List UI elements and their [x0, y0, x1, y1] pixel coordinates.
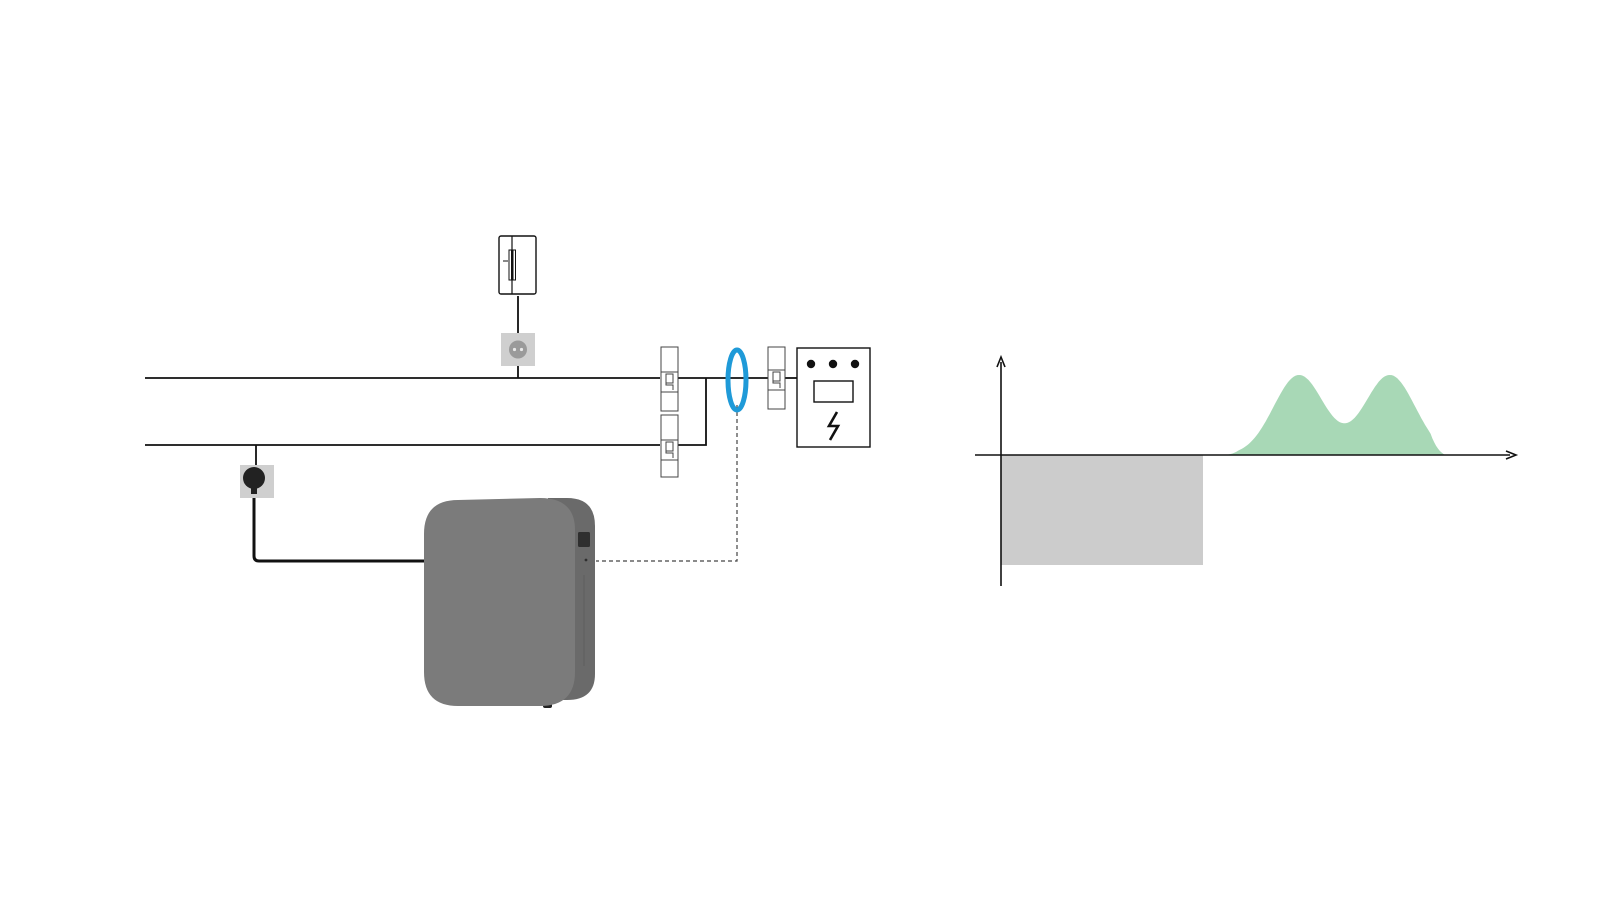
- breaker-icon: [772, 371, 781, 382]
- current-sensor-clamp: [725, 347, 749, 413]
- x-axis-arrowhead: [1505, 450, 1519, 460]
- battery-power-cable: [252, 488, 425, 563]
- plug-icon: [243, 467, 265, 489]
- meter-indicator-dot: [828, 359, 838, 369]
- battery-led: [584, 558, 588, 562]
- meter-indicator-dot: [850, 359, 860, 369]
- breaker-icon: [665, 441, 674, 452]
- y-axis-arrowhead: [996, 354, 1006, 368]
- consumption-area: [1001, 455, 1203, 565]
- sensor-data-line: [596, 405, 738, 562]
- meter-indicator-dot: [806, 359, 816, 369]
- mini-chart: [975, 354, 1519, 586]
- lower-breaker-to-junction-line: [678, 378, 707, 446]
- circuit-breaker-lower: [660, 414, 679, 478]
- battery-icon: [424, 498, 575, 706]
- refrigerator-icon: [498, 235, 537, 295]
- breaker-icon: [665, 373, 674, 384]
- upper-wall-socket: [501, 333, 535, 366]
- lightning-icon: [826, 411, 841, 441]
- lower-wall-socket-with-plug: [240, 465, 274, 498]
- home-battery: [424, 498, 595, 708]
- generation-area: [1223, 375, 1446, 455]
- main-breaker: [767, 346, 786, 410]
- wiring: [145, 296, 797, 563]
- electricity-meter: [796, 347, 871, 448]
- battery-status-window: [578, 532, 590, 547]
- circuit-breaker-upper: [660, 346, 679, 412]
- meter-display: [813, 380, 854, 403]
- socket-icon: [509, 340, 527, 359]
